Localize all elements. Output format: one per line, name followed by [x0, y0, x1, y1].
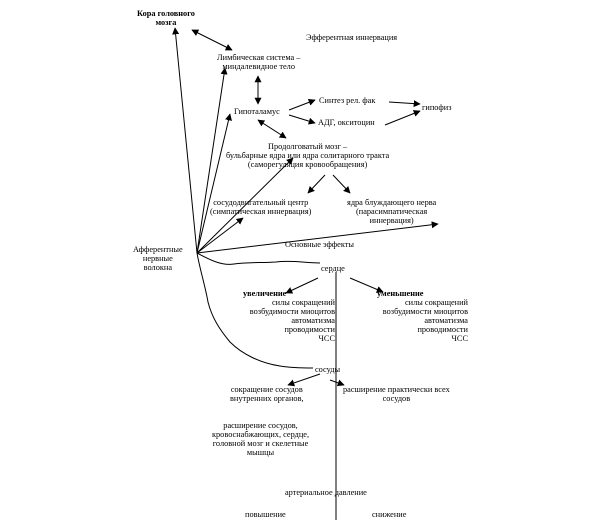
- node-effects: Основные эффекты: [285, 240, 354, 249]
- node-pituitary: гипофиз: [422, 103, 452, 112]
- heart-decrease-list: силы сокращений возбудимости миоцитов ав…: [382, 298, 468, 343]
- node-synth: Синтез рел. фак: [319, 96, 376, 105]
- node-adh: АДГ, окситоцин: [318, 118, 375, 127]
- vessels-dilation-specific: расширение сосудов, кровоснабжающих, сер…: [212, 421, 310, 457]
- arrow-synth-pituitary: [388, 100, 421, 108]
- node-efferent: Эфферентная иннервация: [306, 33, 398, 42]
- arrow-heart-increase: [285, 277, 319, 294]
- arrow-afferent-hypothalamus: [196, 113, 232, 254]
- heart-increase-list: силы сокращений возбудимости миоцитов ав…: [249, 298, 335, 343]
- arrow-afferent-medulla: [196, 157, 294, 254]
- arrow-heart-decrease: [349, 277, 384, 293]
- arrow-afferent-cortex: [172, 27, 198, 254]
- arrow-cortex-limbic: [191, 29, 233, 51]
- arrow-afferent-vagus: [196, 221, 439, 254]
- arrow-hypothalamus-medulla: [257, 119, 287, 139]
- node-vasomotor: сосудодвигательный центр(симпатическая и…: [210, 198, 312, 216]
- arrow-afferent-limbic: [196, 67, 228, 254]
- arrow-vessels-constriction: [287, 373, 321, 387]
- pressure-up: повышение: [245, 510, 286, 519]
- heart-increase-title: увеличение: [243, 289, 287, 298]
- afferent-line-heart: [196, 252, 321, 265]
- node-limbic: Лимбическая система –миндалевидное тело: [217, 53, 301, 71]
- afferent-line-vessels: [196, 252, 314, 369]
- node-medulla: Продолговатый мозг –бульбарные ядра или …: [226, 142, 390, 169]
- arrow-medulla-vagus: [332, 174, 351, 194]
- node-hypothalamus: Гипоталамус: [234, 107, 280, 116]
- node-vessels: сосуды: [315, 365, 341, 374]
- arrow-hypothalamus-adh: [288, 114, 316, 125]
- arrow-adh-pituitary: [384, 110, 421, 126]
- node-vagus: ядра блуждающего нерва(парасимпатическая…: [347, 198, 437, 225]
- node-pressure: артериальное давление: [285, 488, 367, 497]
- heart-decrease-title: уменьшение: [377, 289, 424, 298]
- arrow-afferent-vasomotor: [196, 217, 244, 254]
- arrow-vessels-dilation: [329, 379, 345, 387]
- node-heart: сердце: [321, 264, 345, 273]
- arrow-medulla-vasomotor: [307, 174, 326, 194]
- pressure-down: снижение: [372, 510, 407, 519]
- arrow-hypothalamus-synth: [288, 98, 316, 111]
